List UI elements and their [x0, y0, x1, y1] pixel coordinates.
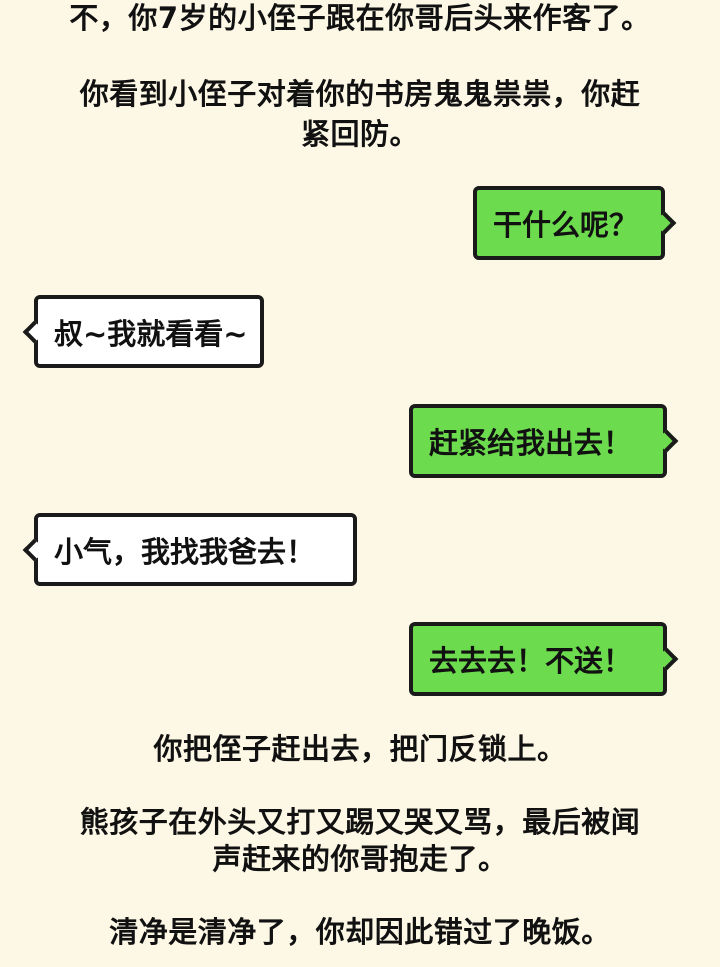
- player-message-text: 去去去！不送！: [429, 644, 633, 678]
- bubble-tail-left-icon: [22, 320, 46, 343]
- bubble-tail-left-icon: [22, 538, 46, 561]
- player-message-text: 干什么呢？: [493, 208, 639, 242]
- player-chat-bubble-2: 赶紧给我出去！: [409, 404, 679, 478]
- npc-message-text: 叔~我就看看~: [54, 316, 248, 351]
- bubble-tail-right-icon: [655, 647, 679, 671]
- bubble-tail-right-icon: [653, 211, 677, 235]
- narration-line-4b: 声赶来的你哥抱走了。: [212, 842, 508, 876]
- narration-line-2a: 你看到小侄子对着你的书房鬼鬼祟祟，你赶: [79, 77, 641, 111]
- narration-line-1: 不，你7岁的小侄子跟在你哥后头来作客了。: [69, 1, 651, 35]
- npc-message-text: 小气，我找我爸去！: [54, 534, 316, 569]
- bubble-tail-right-icon: [655, 429, 679, 453]
- player-chat-bubble-3: 去去去！不送！: [409, 622, 679, 696]
- npc-chat-bubble-2: 小气，我找我爸去！: [22, 513, 357, 586]
- narration-line-4a: 熊孩子在外头又打又踢又哭又骂，最后被闻: [79, 805, 641, 839]
- narration-line-2b: 紧回防。: [300, 117, 419, 151]
- narration-line-5: 清净是清净了，你却因此错过了晚饭。: [109, 915, 611, 949]
- player-chat-bubble-1: 干什么呢？: [473, 186, 677, 260]
- narration-line-3: 你把侄子赶出去，把门反锁上。: [153, 732, 567, 766]
- npc-chat-bubble-1: 叔~我就看看~: [22, 295, 264, 368]
- player-message-text: 赶紧给我出去！: [429, 426, 633, 460]
